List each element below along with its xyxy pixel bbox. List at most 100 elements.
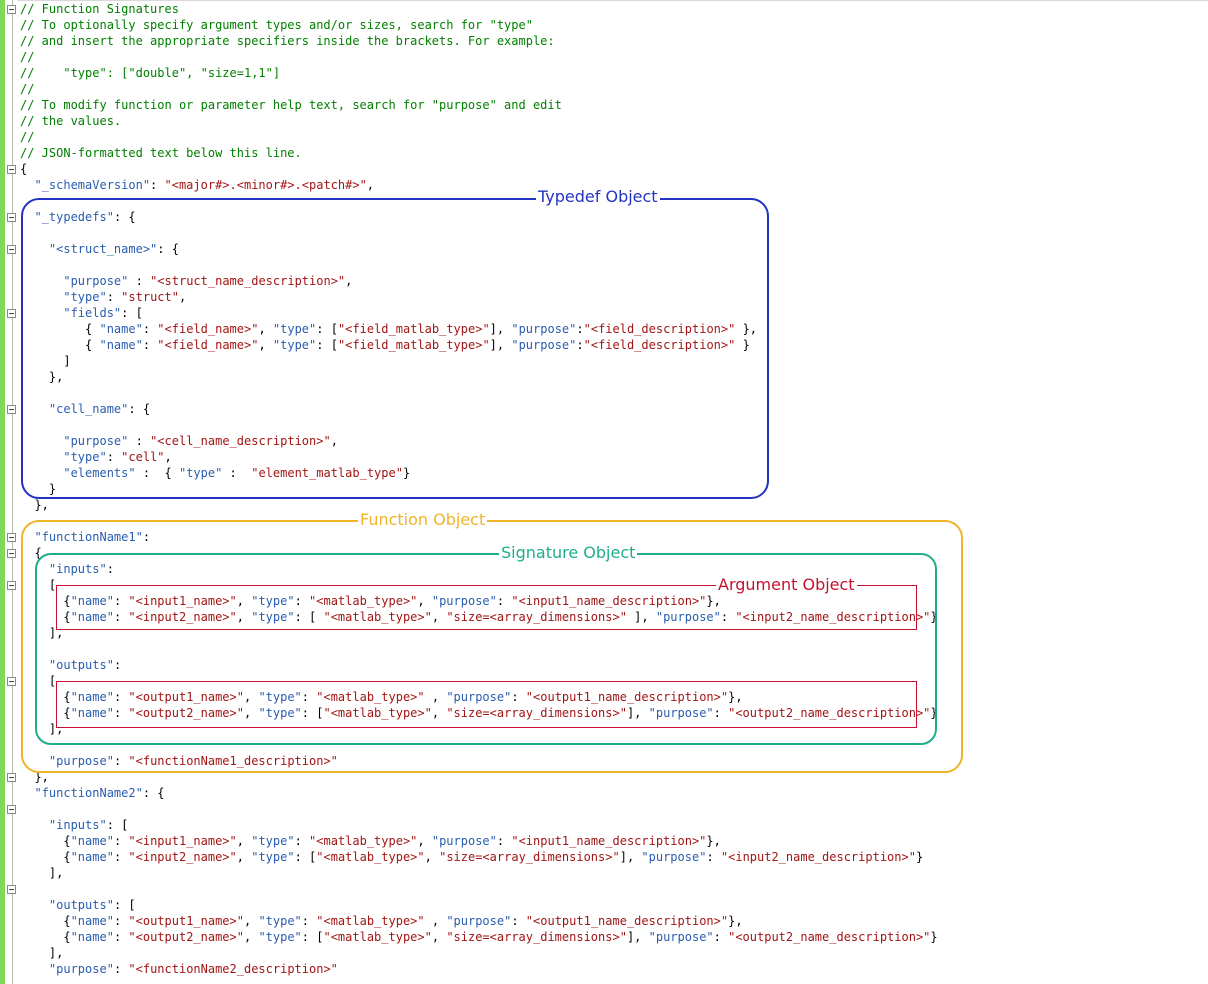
code-line[interactable]: // Function Signatures (20, 1, 179, 17)
code-line[interactable]: }, (20, 497, 48, 513)
code-line[interactable]: {"name": "<output2_name>", "type": ["<ma… (20, 705, 937, 721)
code-line[interactable]: {"name": "<output2_name>", "type": ["<ma… (20, 929, 937, 945)
punctuation-token: : (713, 930, 729, 944)
punctuation-token: : { (157, 242, 179, 256)
punctuation-token: [ (20, 578, 57, 592)
code-line[interactable]: ], (20, 945, 63, 961)
punctuation-token: : (301, 690, 317, 704)
fold-toggle-icon[interactable] (7, 581, 16, 590)
function-object-box (21, 520, 963, 773)
comment-token: // JSON-formatted text below this line. (20, 146, 302, 160)
fold-toggle-icon[interactable] (7, 677, 16, 686)
code-line[interactable]: [ (20, 673, 56, 689)
fold-toggle-icon[interactable] (7, 5, 16, 14)
code-line[interactable]: // "type": ["double", "size=1,1"] (20, 65, 280, 81)
fold-toggle-icon[interactable] (7, 309, 16, 318)
punctuation-token: : { (135, 466, 179, 480)
fold-toggle-icon[interactable] (7, 805, 16, 814)
code-line[interactable]: "inputs": (20, 561, 114, 577)
code-line[interactable]: // the values. (20, 113, 121, 129)
code-line[interactable]: ], (20, 865, 63, 881)
string-token: "<output1_name>" (128, 690, 244, 704)
code-line[interactable]: "outputs": (20, 657, 121, 673)
key-token: "name" (70, 594, 114, 608)
key-token: "name" (99, 322, 143, 336)
code-line[interactable]: "<struct_name>": { (20, 241, 179, 257)
punctuation-token: , (417, 834, 432, 848)
code-line[interactable]: "purpose" : "<cell_name_description>", (20, 433, 338, 449)
code-line[interactable]: "purpose": "<functionName2_description>" (20, 961, 338, 977)
code-line[interactable]: ], (20, 721, 63, 737)
punctuation-token: : (113, 658, 122, 672)
punctuation-token: : (706, 850, 721, 864)
code-line[interactable]: "functionName1": (20, 529, 150, 545)
code-line[interactable]: "inputs": [ (20, 817, 128, 833)
code-line[interactable]: {"name": "<output1_name>", "type": "<mat… (20, 913, 742, 929)
code-line[interactable]: "fields": [ (20, 305, 142, 321)
argument-object-box-outputs (56, 681, 917, 728)
punctuation-token: ], (20, 722, 64, 736)
code-line[interactable]: { "name": "<field_name>", "type": ["<fie… (20, 321, 757, 337)
fold-toggle-icon[interactable] (7, 533, 16, 542)
fold-toggle-icon[interactable] (7, 773, 16, 782)
code-line[interactable]: {"name": "<output1_name>", "type": "<mat… (20, 689, 742, 705)
fold-toggle-icon[interactable] (7, 549, 16, 558)
punctuation-token: { (20, 690, 71, 704)
code-line[interactable]: { (20, 545, 41, 561)
code-line[interactable]: // (20, 81, 34, 97)
code-line[interactable]: { "name": "<field_name>", "type": ["<fie… (20, 337, 750, 353)
code-line[interactable]: "_schemaVersion": "<major#>.<minor#>.<pa… (20, 177, 374, 193)
code-line[interactable]: // To modify function or parameter help … (20, 97, 562, 113)
code-line[interactable]: // To optionally specify argument types … (20, 17, 533, 33)
code-line[interactable]: {"name": "<input1_name>", "type": "<matl… (20, 593, 721, 609)
code-line[interactable]: // (20, 129, 34, 145)
code-line[interactable]: {"name": "<input2_name>", "type": [ "<ma… (20, 609, 937, 625)
code-line[interactable]: }, (20, 769, 48, 785)
code-line[interactable]: [ (20, 577, 56, 593)
fold-toggle-icon[interactable] (7, 213, 16, 222)
fold-toggle-icon[interactable] (7, 245, 16, 254)
string-token: "<field_matlab_type>" (337, 338, 490, 352)
comment-token: // and insert the appropriate specifiers… (20, 34, 555, 48)
code-line[interactable]: "purpose" : "<struct_name_description>", (20, 273, 352, 289)
key-token: "type" (63, 290, 107, 304)
code-line[interactable]: "purpose": "<functionName1_description>" (20, 753, 338, 769)
punctuation-token: : (720, 610, 736, 624)
code-line[interactable]: } (20, 481, 56, 497)
fold-toggle-icon[interactable] (7, 165, 16, 174)
code-line[interactable]: "functionName2": { (20, 785, 164, 801)
code-line[interactable]: {"name": "<input2_name>", "type": ["<mat… (20, 849, 923, 865)
key-token: "type" (258, 914, 302, 928)
code-line[interactable]: ] (20, 353, 70, 369)
code-line[interactable]: }, (20, 369, 63, 385)
punctuation-token: : (222, 466, 252, 480)
key-token: "name" (70, 930, 114, 944)
string-token: "<output1_name_description>" (525, 690, 729, 704)
key-token: "type" (251, 834, 295, 848)
code-line[interactable]: "outputs": [ (20, 897, 136, 913)
string-token: "<input2_name_description>" (735, 610, 931, 624)
code-line[interactable]: // (20, 49, 34, 65)
string-token: "size=<array_dimensions>" (439, 850, 620, 864)
fold-toggle-icon[interactable] (7, 405, 16, 414)
code-line[interactable]: { (20, 161, 27, 177)
code-line[interactable]: // JSON-formatted text below this line. (20, 145, 302, 161)
punctuation-token (20, 178, 34, 192)
code-line[interactable]: "type": "cell", (20, 449, 171, 465)
punctuation-token: : (113, 834, 129, 848)
string-token: "<major#>.<minor#>.<patch#>" (164, 178, 367, 192)
comment-token: // (20, 130, 35, 144)
punctuation-token: : (294, 834, 310, 848)
code-line[interactable]: // and insert the appropriate specifiers… (20, 33, 555, 49)
fold-toggle-icon[interactable] (7, 885, 16, 894)
code-line[interactable]: "cell_name": { (20, 401, 150, 417)
code-line[interactable]: "elements" : { "type" : "element_matlab_… (20, 465, 410, 481)
code-line[interactable]: "type": "struct", (20, 289, 186, 305)
code-line[interactable]: {"name": "<input1_name>", "type": "<matl… (20, 833, 721, 849)
string-token: "cell" (121, 450, 165, 464)
code-line[interactable]: "_typedefs": { (20, 209, 135, 225)
string-token: "<input1_name_description>" (511, 594, 707, 608)
key-token: "purpose" (446, 690, 512, 704)
key-token: "purpose" (655, 610, 721, 624)
